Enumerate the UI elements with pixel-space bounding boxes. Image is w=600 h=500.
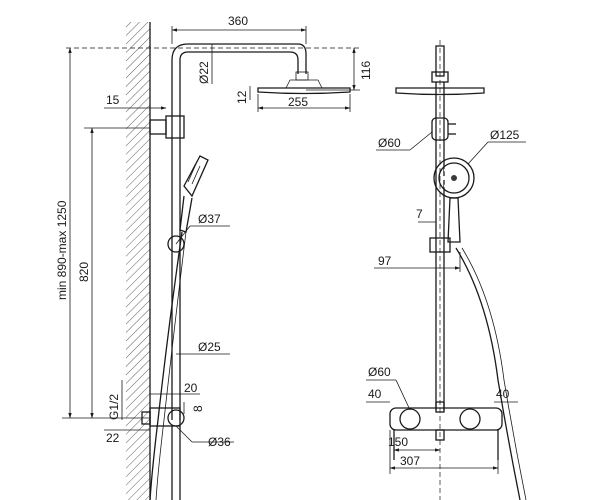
dim-wall-offset: 15	[106, 93, 120, 107]
side-view: 360 Ø22 116 12 255 15 min 890-max 1250 8…	[55, 14, 373, 500]
holder-front	[429, 237, 451, 253]
wall	[126, 22, 150, 500]
dim-thread: G1/2	[107, 394, 121, 420]
dim-head-height: 116	[359, 61, 373, 80]
dim-holder-distance: 97	[378, 254, 392, 268]
rail	[171, 43, 309, 420]
joint-front	[431, 117, 456, 141]
dim-rail-diameter: Ø25	[198, 340, 221, 354]
dim-arm-diameter: Ø22	[197, 61, 211, 84]
hand-shower-side	[179, 155, 209, 233]
dim-head-thickness: 12	[235, 90, 249, 104]
wall-bracket	[149, 115, 185, 139]
dim-mixer-gap: 8	[191, 405, 205, 412]
front-view: Ø60 Ø125 7 97 Ø60 40 40 150 307	[366, 40, 527, 500]
dim-head-width: 255	[288, 95, 308, 109]
dim-joint-diameter: Ø60	[378, 136, 401, 150]
mixer-side	[141, 407, 185, 500]
mixer-front	[389, 401, 503, 460]
dim-mixer-diameter: Ø36	[208, 435, 231, 449]
dim-total-height: min 890-max 1250	[55, 200, 69, 300]
dim-arm-length: 360	[228, 14, 248, 28]
overhead-shower-side	[257, 79, 351, 95]
dim-rail-height: 820	[77, 262, 91, 282]
overhead-shower-front	[395, 45, 485, 96]
dim-inlet-offset: 22	[106, 431, 120, 445]
dim-handle-diameter: Ø60	[368, 365, 391, 379]
dim-handle-offset-right: 40	[496, 387, 510, 401]
dim-handle-offset-left: 40	[368, 387, 382, 401]
dim-holder-diameter: Ø37	[198, 212, 221, 226]
hand-shower-front	[433, 157, 475, 243]
dim-inlet-spacing: 150	[388, 435, 408, 449]
dim-mixer-width: 307	[400, 454, 420, 468]
dim-mixer-offset: 20	[184, 381, 198, 395]
dim-handshower-diameter: Ø125	[490, 128, 520, 142]
holder-side	[167, 235, 185, 253]
dim-holder-offset: 7	[416, 207, 423, 221]
